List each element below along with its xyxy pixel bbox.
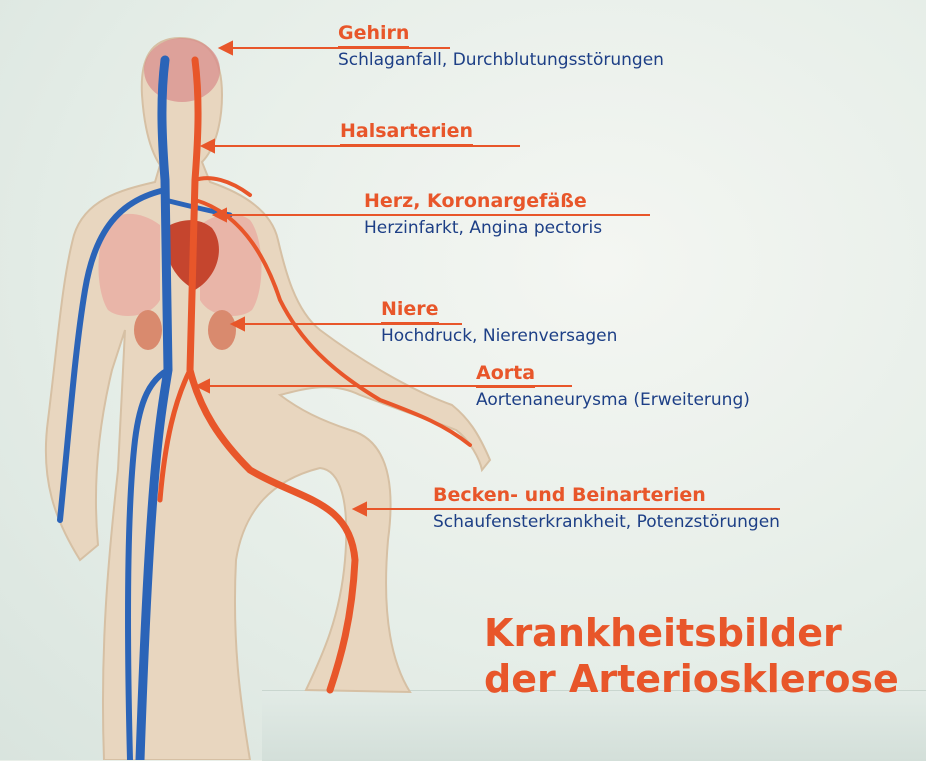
main-heading-line1: Krankheitsbilder [484,610,899,656]
label-aorta: Aorta Aortenaneurysma (Erweiterung) [476,362,750,412]
label-heart-title: Herz, Koronargefäße [364,190,587,216]
label-kidney-subtitle: Hochdruck, Nierenversagen [381,324,617,348]
label-neck-title: Halsarterien [340,120,473,146]
left-kidney [134,310,162,350]
right-kidney [208,310,236,350]
label-aorta-title: Aorta [476,362,535,388]
label-heart-subtitle: Herzinfarkt, Angina pectoris [364,216,602,240]
label-neck: Halsarterien [340,120,473,146]
label-heart: Herz, Koronargefäße Herzinfarkt, Angina … [364,190,602,240]
label-kidney: Niere Hochdruck, Nierenversagen [381,298,617,348]
label-legs: Becken- und Beinarterien Schaufensterkra… [433,484,780,534]
label-brain: Gehirn Schlaganfall, Durchblutungsstörun… [338,22,664,72]
label-legs-title: Becken- und Beinarterien [433,484,706,510]
label-kidney-title: Niere [381,298,439,324]
label-brain-title: Gehirn [338,22,409,48]
brain [144,38,220,102]
label-brain-subtitle: Schlaganfall, Durchblutungsstörungen [338,48,664,72]
main-heading: Krankheitsbilder der Arteriosklerose [484,610,899,702]
label-legs-subtitle: Schaufensterkrankheit, Potenzstörungen [433,510,780,534]
main-heading-line2: der Arteriosklerose [484,656,899,702]
label-aorta-subtitle: Aortenaneurysma (Erweiterung) [476,388,750,412]
